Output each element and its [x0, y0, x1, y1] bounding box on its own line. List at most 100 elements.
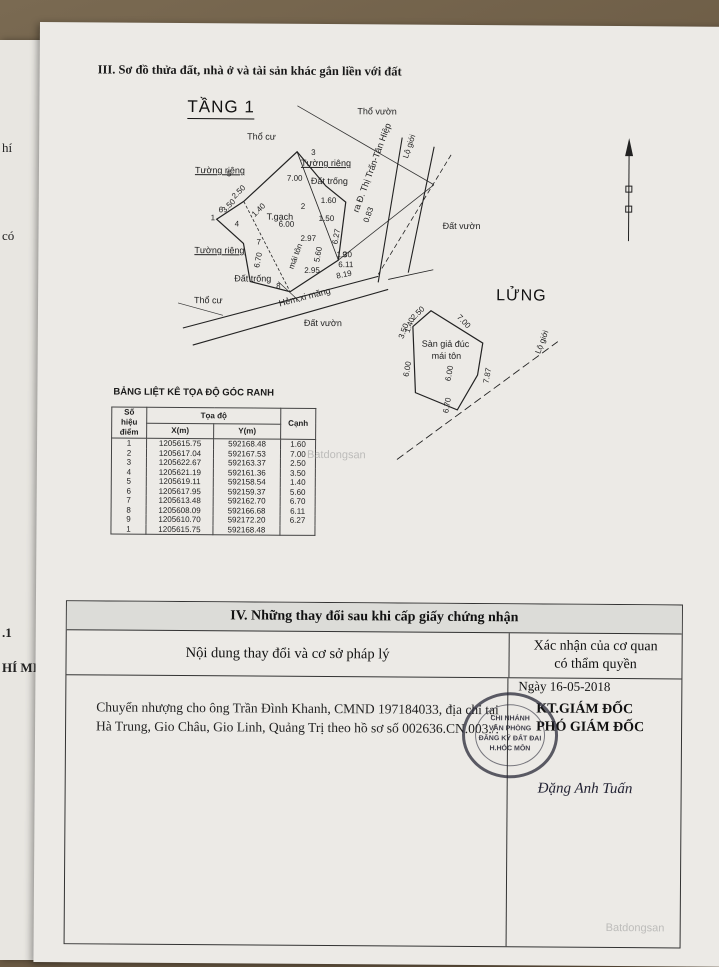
coord-y: 592166.68 [213, 505, 281, 516]
plot-inner-line [243, 201, 291, 292]
dat-trong-boundary [277, 281, 301, 303]
measure-2-97: 2.97 [300, 233, 317, 243]
tho-cu-boundary [177, 302, 224, 316]
coord-x: 1205610.70 [145, 514, 214, 525]
north-arrow-mark-2 [625, 205, 633, 213]
measure-6-11: 6.11 [338, 260, 354, 270]
coord-point-id: 8 [111, 505, 147, 515]
confirmation-date: Ngày 16-05-2018 [518, 678, 611, 694]
north-arrow-mark-1 [625, 185, 633, 193]
label-tho-vuon-top: Thổ vườn [357, 106, 397, 117]
label-dat-trong-2: Đất trống [234, 273, 272, 284]
road-edge-2 [407, 146, 435, 273]
coord-x: 1205615.75 [145, 524, 213, 535]
coord-header-edge: Cạnh [280, 408, 316, 440]
road-edge-1 [377, 137, 403, 283]
coord-edge: 3.50 [280, 468, 316, 478]
coord-y: 592161.36 [213, 467, 281, 478]
section4-box: IV. Những thay đổi sau khi cấp giấy chứn… [63, 600, 683, 949]
measure-1-60: 1.60 [320, 195, 337, 206]
boundary-line-right [338, 184, 435, 261]
coord-y: 592172.20 [212, 515, 281, 526]
coord-edge: 5.60 [280, 487, 316, 497]
label-tuong-rieng-1: Tường riêng [194, 165, 245, 176]
section4-title: IV. Những thay đổi sau khi cấp giấy chứn… [66, 601, 682, 635]
coord-point-id: 1 [110, 524, 146, 535]
coord-point-id: 5 [111, 476, 147, 487]
coord-header-coords: Tọa độ [146, 407, 281, 424]
point-5: 5 [226, 169, 232, 179]
watermark-1: Batdongsan [306, 448, 366, 462]
point-9: 9 [342, 250, 347, 260]
coord-edge [279, 525, 315, 536]
coord-point-id: 1 [111, 438, 147, 449]
certificate-page: III. Sơ đồ thửa đất, nhà ở và tài sản kh… [33, 22, 719, 967]
coord-y: 592162.70 [213, 496, 281, 507]
coord-header-x: X(m) [146, 422, 214, 439]
coord-point-id: 3 [111, 457, 147, 468]
coord-x: 1205621.19 [146, 467, 214, 478]
boundary-line-top [297, 105, 435, 186]
coord-point-id: 2 [111, 448, 147, 458]
left-fragment-3: .1 [2, 625, 12, 640]
official-stamp: CHI NHÁNH VĂN PHÒNG ĐĂNG KÝ ĐẤT ĐAI H.HÓ… [461, 691, 559, 779]
coord-y: 592163.37 [213, 458, 281, 469]
mezz-lo-gioi-line [396, 341, 559, 460]
coord-x: 1205615.75 [146, 438, 214, 449]
point-4: 4 [234, 219, 240, 229]
section4-body: Chuyển nhượng cho ông Trần Đình Khanh, C… [65, 675, 682, 947]
section4-col1-header: Nội dung thay đổi và cơ sở pháp lý [66, 630, 510, 678]
point-1: 1 [210, 213, 216, 223]
coord-y: 592168.48 [213, 438, 281, 450]
measure-7-00: 7.00 [286, 173, 303, 183]
point-3: 3 [311, 147, 316, 157]
coord-x: 1205613.48 [146, 495, 214, 506]
coord-x: 1205608.09 [146, 505, 214, 516]
label-tho-cu-top: Thổ cư [247, 131, 276, 142]
coord-x: 1205617.04 [146, 448, 214, 459]
coord-edge: 1.40 [280, 477, 316, 488]
coord-point-id: 7 [111, 495, 147, 506]
coord-edge: 1.60 [280, 439, 316, 450]
plot-diagram [177, 105, 634, 460]
coord-point-id: 9 [110, 514, 147, 525]
mezzanine-title: LỬNG [496, 287, 547, 305]
label-dat-vuon-bottom: Đất vườn [303, 317, 342, 329]
label-tuong-rieng-3: Tường riêng [194, 245, 245, 256]
stamp-line-3: ĐĂNG KÝ ĐẤT ĐAI [478, 735, 542, 743]
north-arrow-icon [625, 138, 634, 157]
plot-outline-mezzanine [412, 309, 484, 411]
plot-outline-floor1 [215, 150, 347, 293]
coord-point-id: 4 [111, 467, 147, 477]
label-dat-trong-1: Đất trống [310, 175, 348, 187]
coord-y: 592158.54 [213, 477, 281, 488]
north-arrow-line [627, 141, 630, 242]
watermark-2: Batdongsan [605, 921, 665, 935]
col2-header-line1: Xác nhận của cơ quan [533, 638, 658, 655]
coord-y: 592159.37 [213, 486, 281, 497]
label-tho-cu-bottom: Thổ cư [194, 295, 223, 306]
plot-inner-line-2 [296, 151, 339, 261]
hem-edge-1 [182, 275, 379, 329]
change-content: Chuyển nhượng cho ông Trần Đình Khanh, C… [96, 699, 499, 737]
left-fragment-1: hí [2, 140, 13, 155]
point-6: 6 [218, 205, 224, 215]
point-2: 2 [300, 201, 306, 211]
coord-edge: 6.27 [279, 515, 316, 526]
left-fragment-2: có [2, 228, 15, 243]
measure-2-95: 2.95 [304, 265, 320, 275]
hem-edge-2 [192, 288, 389, 346]
stamp-line-1: CHI NHÁNH [490, 715, 530, 723]
coord-y: 592167.53 [213, 448, 281, 459]
coord-y: 592168.48 [212, 524, 280, 536]
coord-edge: 6.70 [280, 496, 316, 507]
coord-header-y: Y(m) [213, 423, 281, 440]
measure-1-50: 1.50 [318, 213, 335, 224]
coord-x: 1205622.67 [146, 457, 214, 468]
label-dat-vuon-right: Đất vườn [442, 220, 481, 232]
hem-edge-3 [388, 269, 434, 280]
coord-point-id: 6 [111, 486, 147, 496]
